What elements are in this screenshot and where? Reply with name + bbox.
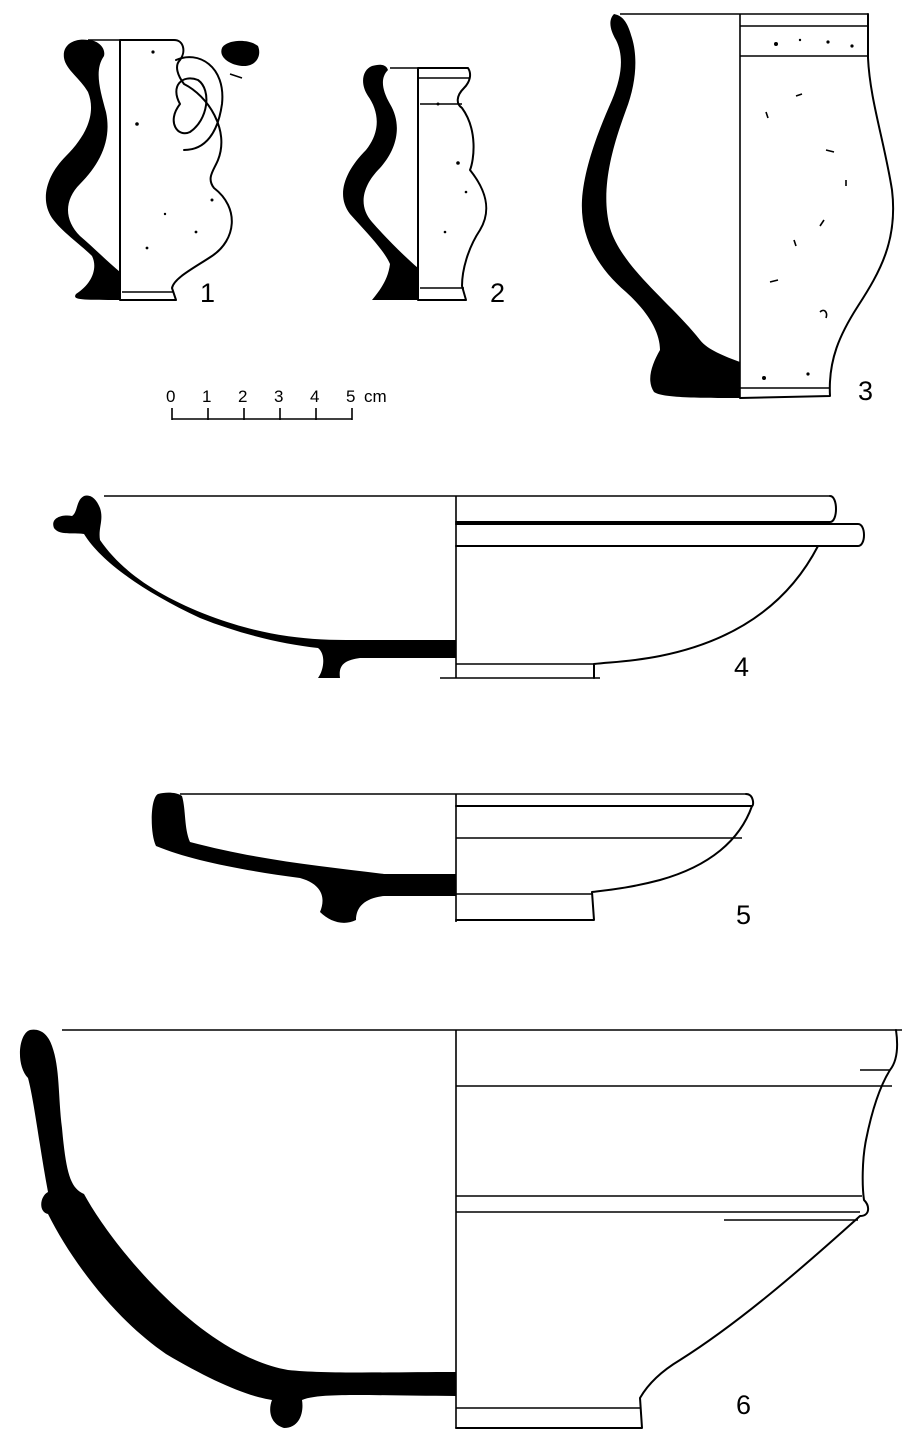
vessel-4-drawing — [53, 495, 865, 679]
vessel-5-drawing — [151, 792, 755, 923]
vessel-5-exterior — [455, 805, 753, 921]
vessel-4-section — [53, 495, 456, 678]
scale-tick-3: 3 — [274, 387, 283, 406]
vessel-1-handle — [175, 56, 224, 151]
figure-6-number: 6 — [736, 1390, 751, 1420]
vessel-1-drawing — [45, 39, 260, 301]
vessel-1-section — [45, 39, 120, 300]
figure-2-number: 2 — [490, 278, 505, 308]
vessel-2-drawing — [343, 64, 488, 301]
vessel-2-section — [343, 64, 418, 300]
vessel-6-exterior — [455, 1029, 899, 1429]
scale-tick-0: 0 — [166, 387, 175, 406]
vessel-3-exterior — [739, 13, 895, 399]
scale-tick-5: 5 — [346, 387, 355, 406]
vessel-3-drawing — [581, 13, 895, 399]
scale-tick-1: 1 — [202, 387, 211, 406]
vessel-3-section — [581, 14, 740, 398]
vessel-1-exterior — [119, 39, 233, 301]
vessel-5-section — [151, 792, 456, 923]
vessel-6-drawing — [19, 1029, 902, 1429]
vessel-2-exterior — [417, 67, 488, 301]
figure-5-number: 5 — [736, 900, 751, 930]
figure-3-number: 3 — [858, 376, 873, 406]
vessel-6-section — [19, 1029, 457, 1428]
scale-tick-4: 4 — [310, 387, 319, 406]
scale-tick-2: 2 — [238, 387, 247, 406]
scale-unit: cm — [364, 387, 387, 406]
figure-1-number: 1 — [200, 278, 215, 308]
vessel-4-exterior — [593, 545, 819, 679]
scale-bar: 0 1 2 3 4 5 cm — [166, 387, 387, 420]
figure-4-number: 4 — [734, 652, 749, 682]
vessel-1-fragment — [221, 40, 260, 66]
